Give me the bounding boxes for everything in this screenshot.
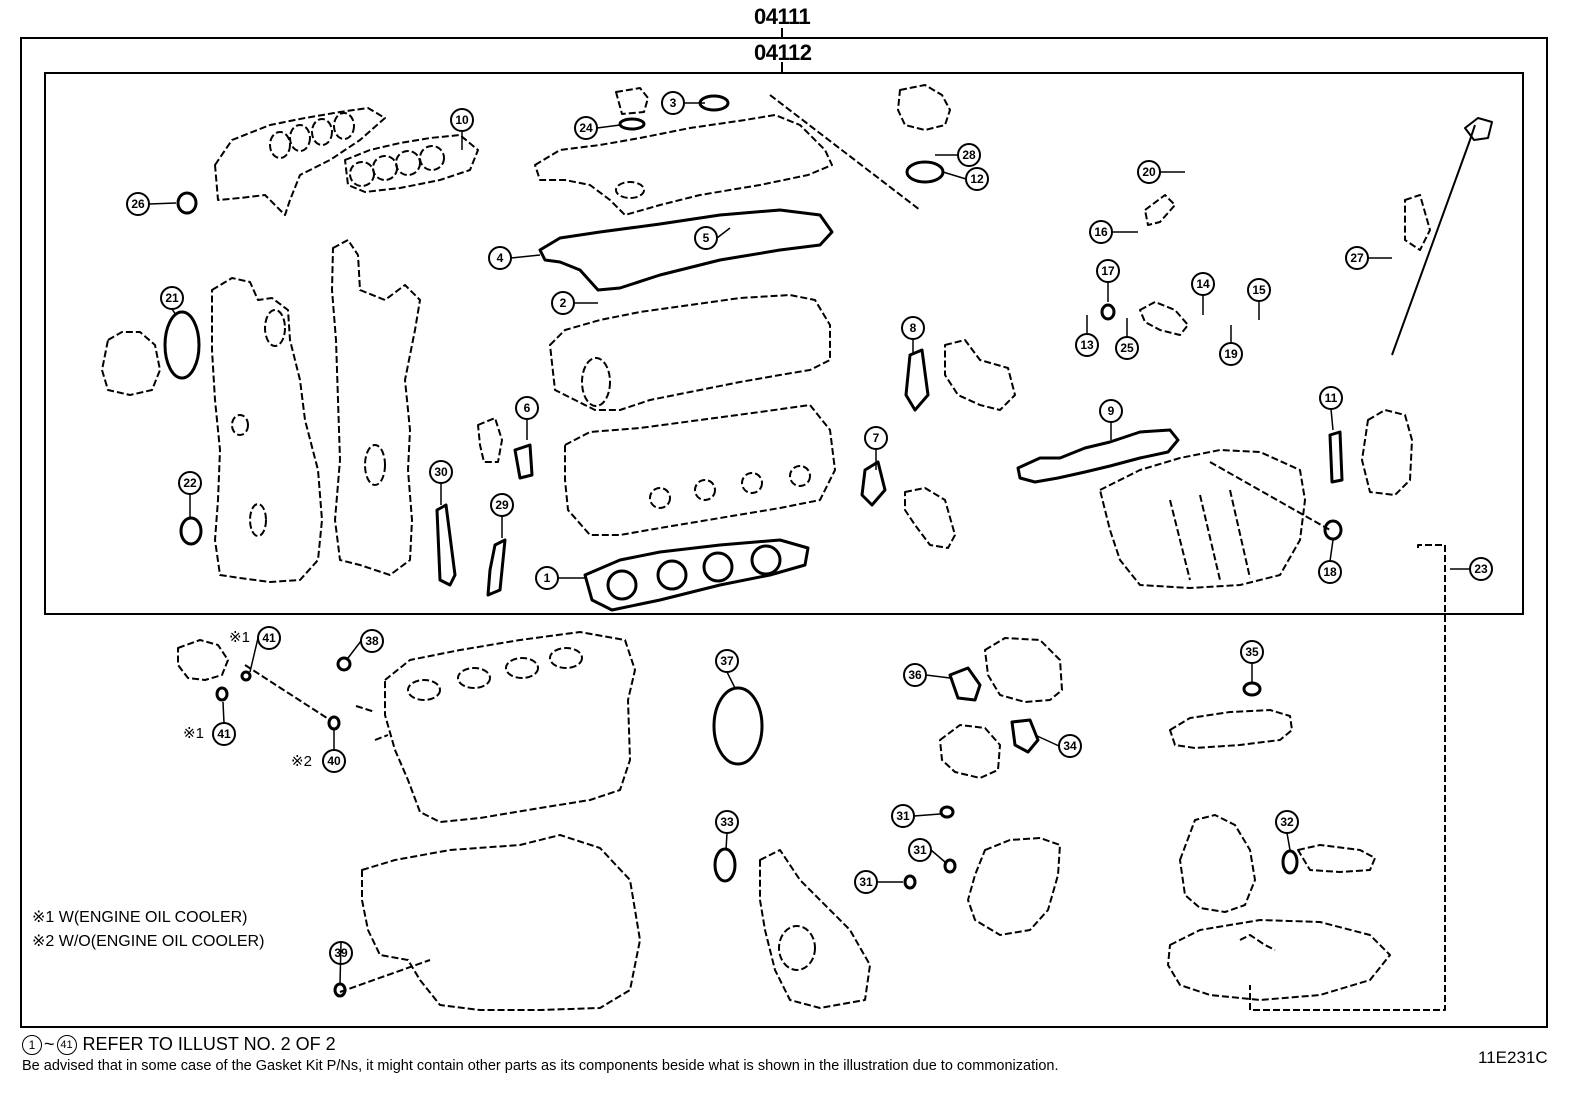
- svg-text:38: 38: [365, 634, 379, 648]
- callout-15: 15: [1252, 283, 1266, 297]
- callout-14: 14: [1196, 277, 1210, 291]
- callout-27: 27: [1350, 251, 1364, 265]
- callout-12: 12: [970, 172, 984, 186]
- callout-4: 4: [497, 251, 504, 265]
- illustration-id: 11E231C: [1478, 1048, 1548, 1067]
- callout-31b: 31: [913, 843, 927, 857]
- callout-2: 2: [560, 296, 567, 310]
- callout-34: 34: [1063, 739, 1077, 753]
- mark-40: ※2: [291, 753, 312, 770]
- callout-35: 35: [1245, 645, 1259, 659]
- callout-20: 20: [1142, 165, 1156, 179]
- callout-5: 5: [703, 231, 710, 245]
- callout-3: 3: [670, 96, 677, 110]
- inner-kit-code: 04112: [754, 40, 812, 65]
- callout-29: 29: [495, 498, 509, 512]
- callout-8: 8: [910, 321, 917, 335]
- callout-32: 32: [1280, 815, 1294, 829]
- note-engine-oil-cooler: ※1 W(ENGINE OIL COOLER): [32, 909, 248, 926]
- callout-33: 33: [720, 815, 734, 829]
- callout-17: 17: [1101, 264, 1115, 278]
- callout-31c: 31: [859, 875, 873, 889]
- callout-18: 18: [1323, 565, 1337, 579]
- callout-21: 21: [165, 291, 179, 305]
- outer-kit-frame: [20, 37, 1548, 1028]
- callout-7: 7: [873, 431, 880, 445]
- callout-36: 36: [908, 668, 922, 682]
- callout-28: 28: [962, 148, 976, 162]
- range-end-badge: 41: [56, 1034, 77, 1055]
- refer-line: 1 ~ 41 REFER TO ILLUST NO. 2 OF 2: [22, 1034, 336, 1055]
- callout-37: 37: [720, 654, 734, 668]
- callout-23: 23: [1474, 562, 1488, 576]
- callout-24: 24: [579, 121, 593, 135]
- callout-10: 10: [455, 113, 469, 127]
- inner-kit-frame: [44, 72, 1524, 615]
- callout-25: 25: [1120, 341, 1134, 355]
- callout-22: 22: [183, 476, 197, 490]
- callout-6: 6: [524, 401, 531, 415]
- callout-19: 19: [1224, 347, 1238, 361]
- range-separator: ~: [44, 1034, 55, 1054]
- callout-26: 26: [131, 197, 145, 211]
- callout-1: 1: [544, 571, 551, 585]
- callout-30: 30: [434, 465, 448, 479]
- callout-41a: 41: [262, 631, 276, 645]
- callout-13: 13: [1080, 338, 1094, 352]
- outer-kit-code: 04111: [754, 4, 811, 29]
- callout-16: 16: [1094, 225, 1108, 239]
- advisory-text: Be advised that in some case of the Gask…: [22, 1058, 1059, 1074]
- callout-41b: 41: [217, 727, 231, 741]
- callout-40: 40: [327, 754, 341, 768]
- refer-text: REFER TO ILLUST NO. 2 OF 2: [82, 1034, 336, 1054]
- range-start-badge: 1: [22, 1034, 42, 1055]
- callout-9: 9: [1108, 404, 1115, 418]
- mark-41-upper: ※1: [229, 629, 250, 646]
- callout-11: 11: [1325, 391, 1338, 405]
- mark-41-lower: ※1: [183, 725, 204, 742]
- callout-31a: 31: [896, 809, 910, 823]
- notes-block: ※1 W(ENGINE OIL COOLER) ※2 W/O(ENGINE OI…: [32, 906, 264, 954]
- note-without-engine-oil-cooler: ※2 W/O(ENGINE OIL COOLER): [32, 933, 265, 950]
